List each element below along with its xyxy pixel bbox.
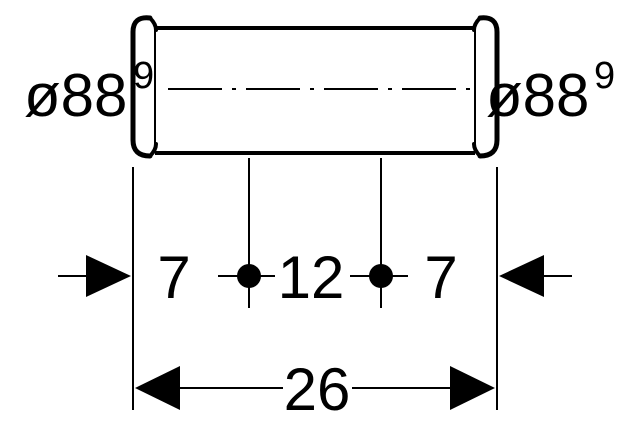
right-flare-end [477,15,500,159]
dimension-chain: 7 12 7 [58,244,572,311]
pipe-sleeve [130,15,500,159]
left-flare-end [130,15,153,159]
left-diameter-label: ø88 [24,62,127,129]
dimension-label-right: 7 [424,244,457,311]
overall-arrow-left-head [135,366,180,410]
left-diameter-superscript: 9 [133,55,154,97]
left-flare-bottom-lip [148,142,158,158]
left-flare-top-lip [148,16,158,32]
dimension-dot-right [369,264,393,288]
outer-arrow-right-head [499,255,544,297]
dimension-label-middle: 12 [278,244,345,311]
right-flare-bottom-lip [472,142,482,158]
overall-arrow-right-head [450,366,495,410]
right-diameter-superscript: 9 [594,55,615,97]
dimension-dot-left [237,264,261,288]
dimension-label-total: 26 [284,356,351,423]
right-diameter-label: ø88 [486,62,589,129]
dimension-label-left: 7 [157,244,190,311]
right-flare-top-lip [472,16,482,32]
overall-dimension: 26 [135,356,495,423]
outer-arrow-left-head [86,255,131,297]
